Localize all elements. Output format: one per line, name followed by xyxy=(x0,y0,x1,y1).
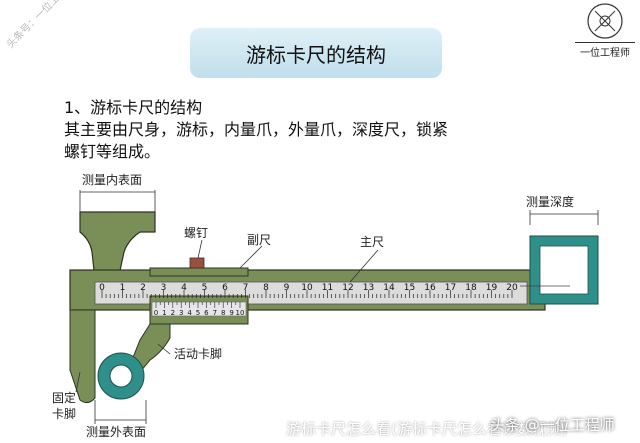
description-heading: 1、游标卡尺的结构 xyxy=(64,98,203,117)
main-scale-number: 4 xyxy=(181,283,187,293)
locking-screw-icon xyxy=(189,257,205,269)
main-scale-number: 10 xyxy=(301,283,313,293)
main-scale-number: 8 xyxy=(263,283,269,293)
footer-brand: 头条 @一位工程师 xyxy=(490,416,615,434)
vernier-scale-number: 10 xyxy=(236,309,245,317)
main-scale-number: 19 xyxy=(486,283,498,293)
label-depth: 测量深度 xyxy=(526,194,574,209)
main-scale-number: 1 xyxy=(120,283,126,293)
main-scale-number: 6 xyxy=(222,283,228,293)
main-scale-number: 13 xyxy=(363,283,374,293)
description: 1、游标卡尺的结构 其主要由尺身，游标，内量爪，外量爪，深度尺，锁紧 螺钉等组成… xyxy=(64,97,448,163)
main-scale-ticks xyxy=(101,290,513,298)
main-scale-number: 3 xyxy=(161,283,167,293)
main-scale-number: 20 xyxy=(506,283,518,293)
vernier-scale-number: 3 xyxy=(179,309,183,317)
page-title: 游标卡尺的结构 xyxy=(246,42,386,67)
main-scale-number: 2 xyxy=(140,283,146,293)
main-scale-number: 14 xyxy=(383,283,395,293)
vernier-scale-ticks xyxy=(155,302,241,308)
main-scale-number: 0 xyxy=(99,283,105,293)
vernier-scale-number: 4 xyxy=(187,309,192,317)
label-outer-surface: 测量外表面 xyxy=(86,425,146,439)
vernier-scale-number: 6 xyxy=(204,309,209,317)
inner-measuring-jaw xyxy=(79,190,156,281)
main-scale-number: 17 xyxy=(445,283,456,293)
label-movable-jaw: 活动卡脚 xyxy=(174,346,222,361)
depth-gauge-end xyxy=(520,210,599,305)
description-line-1: 其主要由尺身，游标，内量爪，外量爪，深度尺，锁紧 xyxy=(64,120,449,139)
logo-emblem-icon xyxy=(587,3,623,39)
main-scale-number: 11 xyxy=(322,283,333,293)
logo-caption: 一位工程师 xyxy=(575,42,635,59)
vernier-slide xyxy=(149,257,249,325)
vernier-scale-number: 5 xyxy=(196,309,200,317)
main-scale-number: 16 xyxy=(424,283,436,293)
label-main-scale: 主尺 xyxy=(360,235,384,249)
main-scale-number: 5 xyxy=(202,283,208,293)
outer-measuring-jaws xyxy=(69,309,171,424)
label-fixed-jaw-2: 卡脚 xyxy=(52,406,76,421)
vernier-scale-number: 9 xyxy=(229,309,233,317)
main-scale-number: 12 xyxy=(342,283,353,293)
vernier-scale-number: 8 xyxy=(221,309,225,317)
label-leaders xyxy=(75,239,379,393)
vernier-scale-number: 2 xyxy=(171,309,175,317)
description-line-2: 螺钉等组成。 xyxy=(64,142,161,161)
footer-caption: 游标卡尺怎么看(游标卡尺怎么看读数视频) xyxy=(286,420,568,438)
main-scale-number: 7 xyxy=(243,283,249,293)
label-vernier: 副尺 xyxy=(247,233,271,247)
main-scale-number: 15 xyxy=(404,283,415,293)
vernier-scale-number: 7 xyxy=(213,309,217,317)
main-scale-number: 9 xyxy=(284,283,290,293)
title-banner: 游标卡尺的结构 xyxy=(190,28,442,78)
vernier-scale-number: 0 xyxy=(154,309,158,317)
brand-logo: 一位工程师 xyxy=(575,0,635,59)
label-screw: 螺钉 xyxy=(184,226,208,240)
label-fixed-jaw-1: 固定 xyxy=(52,390,76,405)
vernier-scale-number: 1 xyxy=(162,309,166,317)
label-inner-surface: 测量内表面 xyxy=(82,173,142,187)
main-scale-number: 18 xyxy=(465,283,477,293)
